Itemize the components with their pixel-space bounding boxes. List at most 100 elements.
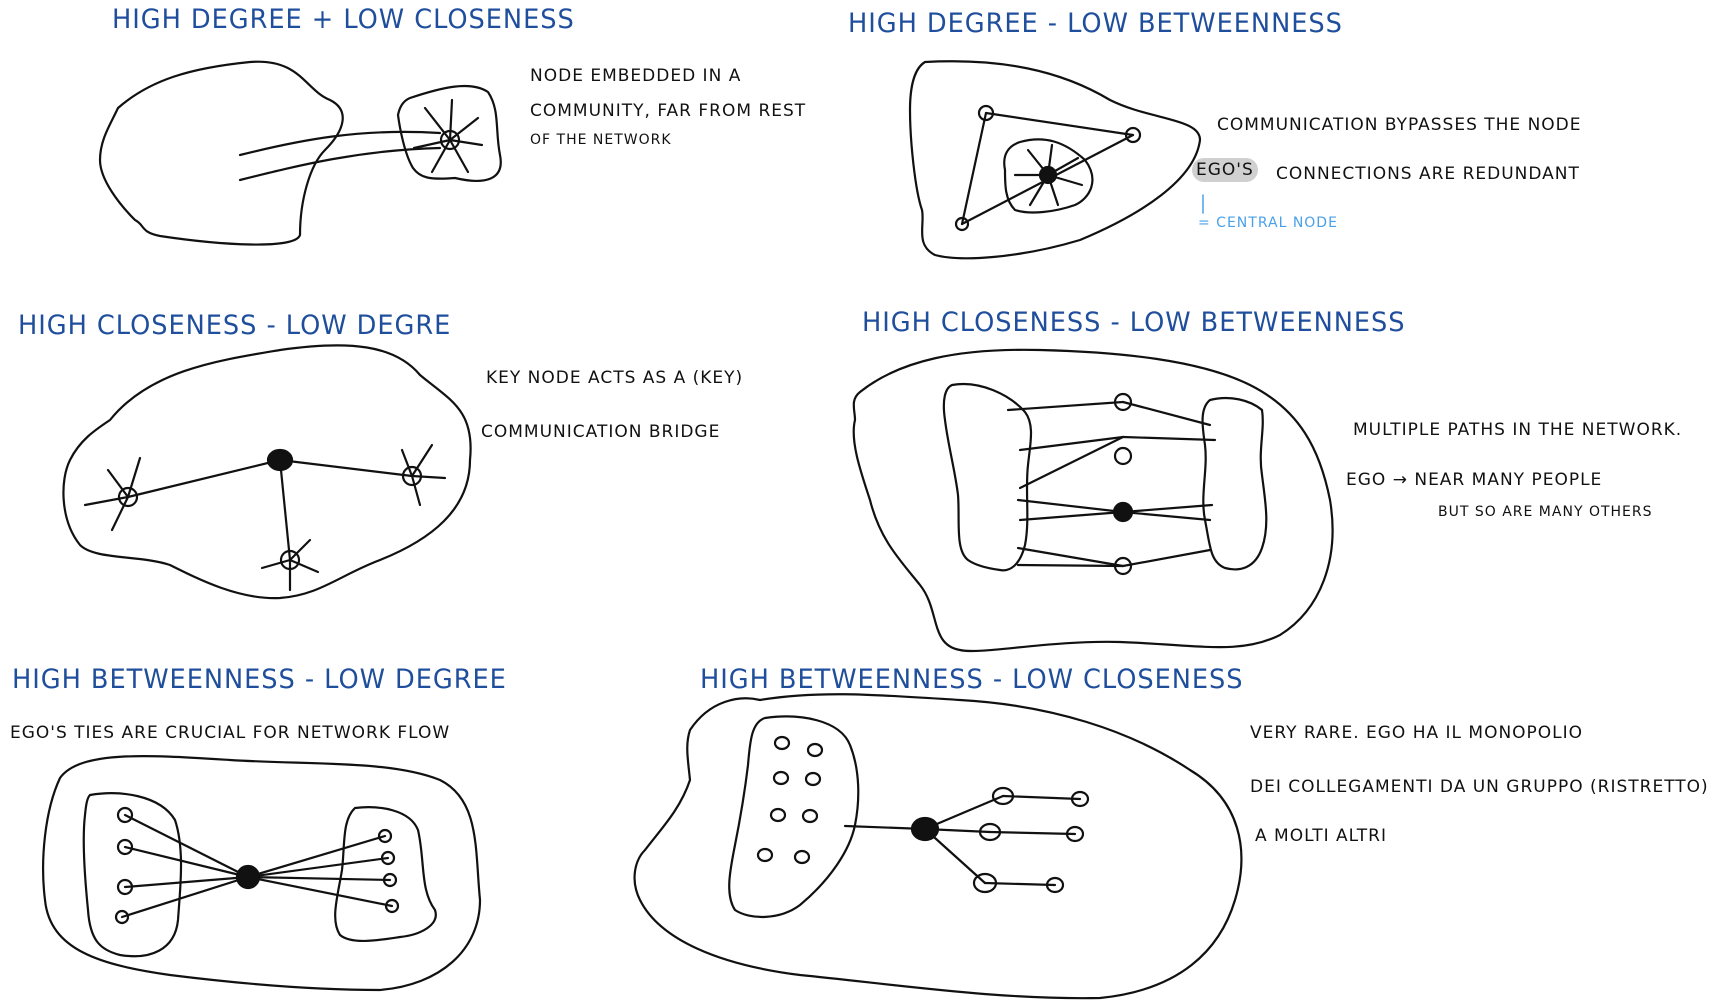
diagram-high-closeness-low-degree (62, 344, 472, 600)
community-edge (448, 98, 454, 142)
main-network-blob (98, 60, 344, 246)
spoke-edge (288, 538, 312, 562)
diagram-high-degree-low-closeness (98, 60, 502, 246)
note-line: MULTIPLE PATHS IN THE NETWORK. (1353, 420, 1683, 440)
spoke-edge (110, 495, 130, 532)
right-node (384, 898, 400, 914)
diagram-high-degree-low-betweenness (908, 60, 1202, 260)
bridge-edge (246, 875, 394, 908)
note-line: EGO → NEAR MANY PEOPLE (1346, 470, 1603, 490)
leaf-node (1070, 790, 1090, 808)
panel-title-high-degree-low-closeness: HIGH DEGREE + LOW CLOSENESS (112, 4, 575, 35)
bridge-edge (238, 130, 442, 157)
group-node (801, 808, 819, 824)
spoke-edge (410, 443, 434, 478)
ego-node (910, 816, 940, 842)
group-node (793, 849, 811, 865)
ego-node (235, 864, 261, 890)
central-node-annotation: = CENTRAL NODE (1198, 215, 1338, 231)
outer-network-blob (908, 60, 1202, 260)
network-blob (62, 344, 472, 600)
community-edge (448, 138, 484, 147)
left-node (116, 878, 134, 896)
network-blob (852, 348, 1334, 653)
right-node (380, 850, 396, 866)
network-edge (1016, 563, 1125, 568)
outward-edge (988, 830, 1077, 836)
group-blob (728, 715, 860, 919)
network-edge (1121, 435, 1217, 442)
note-line: EGO'S TIES ARE CRUCIAL FOR NETWORK FLOW (10, 723, 451, 743)
network-edge (1016, 498, 1125, 514)
bridge-edge (238, 146, 442, 182)
panel-title-high-degree-low-betweenness: HIGH DEGREE - LOW BETWEENNESS (848, 8, 1343, 39)
group-node (769, 807, 787, 823)
outer-node (978, 822, 1002, 842)
peer-node (1113, 446, 1133, 466)
community-edge (423, 106, 452, 142)
spoke-edge (410, 474, 447, 480)
outer-node (991, 786, 1015, 806)
note-line: OF THE NETWORK (530, 132, 672, 148)
left-node (116, 838, 134, 856)
group-node (773, 735, 791, 751)
note-line: CONNECTIONS ARE REDUNDANT (1276, 164, 1580, 184)
note-line: COMMUNICATION BYPASSES THE NODE (1217, 115, 1582, 135)
right-community-blob (334, 806, 437, 943)
note-line: BUT SO ARE MANY OTHERS (1438, 504, 1653, 520)
group-node (756, 847, 774, 863)
network-edge (1006, 400, 1125, 412)
bridge-edge (123, 813, 250, 879)
right-community-blob (1201, 396, 1268, 571)
community-blob (1003, 138, 1094, 214)
community-edge (430, 138, 452, 174)
spoke-edge (288, 558, 320, 574)
network-edge (1121, 548, 1212, 568)
hub-node (117, 486, 139, 508)
note-line: A MOLTI ALTRI (1255, 826, 1387, 846)
bridge-edge (126, 458, 282, 499)
bridge-edge (246, 856, 390, 879)
right-node (377, 828, 393, 844)
outward-edge (1001, 794, 1082, 801)
bypass-edge (960, 111, 988, 226)
community-edge (448, 116, 480, 142)
note-line: COMMUNITY, FAR FROM REST (530, 101, 807, 121)
group-node (772, 770, 790, 786)
network-edge (1121, 400, 1212, 427)
ego-highlight: EGO'S (1192, 158, 1258, 182)
ego-node (1038, 165, 1058, 185)
diagram-high-closeness-low-betweenness (852, 348, 1334, 653)
leaf-node (1065, 825, 1085, 843)
outward-edge (923, 827, 987, 885)
bridge-edge (246, 875, 392, 882)
panel-title-high-closeness-low-betweenness: HIGH CLOSENESS - LOW BETWEENNESS (862, 307, 1406, 338)
spoke-edge (126, 456, 142, 499)
leaf-node (1045, 876, 1065, 894)
left-community-blob (942, 382, 1033, 572)
left-node (114, 909, 130, 925)
network-edge (1121, 503, 1214, 514)
community-edge (412, 138, 452, 150)
spoke-edge (400, 448, 414, 478)
panel-title-high-betweenness-low-degree: HIGH BETWEENNESS - LOW DEGREE (12, 664, 507, 695)
spoke-edge (83, 495, 130, 507)
left-community-blob (82, 792, 183, 958)
peripheral-node (954, 216, 970, 232)
outer-node (972, 872, 998, 894)
network-edge (1018, 435, 1125, 490)
bridge-edge (123, 875, 250, 889)
bridge-edge (278, 458, 292, 562)
right-node (382, 872, 398, 888)
bypass-edge (984, 111, 1135, 137)
note-line: KEY NODE ACTS AS A (KEY) (486, 368, 744, 388)
spoke-edge (260, 558, 292, 570)
network-blob (42, 755, 482, 992)
diagram-high-betweenness-low-closeness (633, 693, 1243, 1000)
network-edge (1018, 510, 1125, 522)
note-line: DEI COLLEGAMENTI DA UN GRUPPO (RISTRETTO… (1250, 777, 1709, 797)
panel-title-high-closeness-low-degree: HIGH CLOSENESS - LOW DEGRE (18, 310, 452, 341)
note-line: COMMUNICATION BRIDGE (481, 422, 721, 442)
bridge-edge (123, 845, 250, 879)
